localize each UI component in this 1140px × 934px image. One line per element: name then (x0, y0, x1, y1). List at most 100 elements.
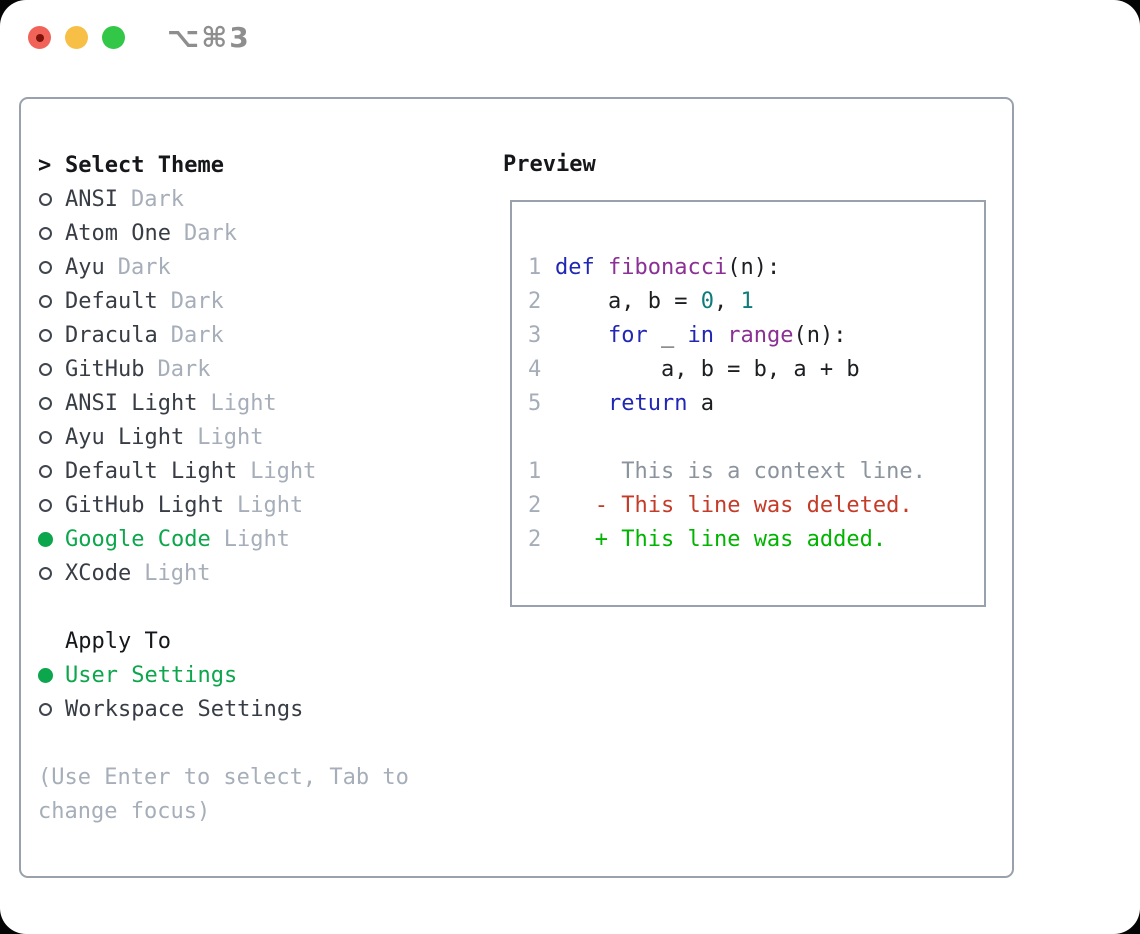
code-line: 1 def fibonacci(n): (528, 251, 984, 285)
line-number: 2 (528, 527, 542, 552)
code-token: (n): (727, 255, 781, 280)
selected-radio-icon (38, 531, 53, 547)
minimize-button[interactable] (65, 26, 88, 49)
option-suffix: Dark (117, 254, 171, 280)
option-label: Workspace Settings (65, 696, 304, 722)
option-suffix: Light (223, 526, 290, 552)
line-number: 1 (528, 255, 542, 280)
zoom-button[interactable] (102, 26, 125, 49)
theme-option-github[interactable]: GitHub Dark (38, 352, 478, 386)
spacer (38, 726, 478, 760)
option-label: Google Code (65, 526, 211, 552)
radio-icon (39, 362, 52, 376)
option-label: XCode (65, 560, 132, 586)
option-label: GitHub (65, 356, 145, 382)
line-number: 2 (528, 289, 542, 314)
close-dot-icon (35, 33, 44, 42)
code-token (555, 527, 595, 552)
option-suffix: Dark (157, 356, 211, 382)
code-token: , (713, 289, 741, 314)
code-line: 3 for _ in range(n): (528, 319, 984, 353)
theme-option-github-light[interactable]: GitHub Light Light (38, 488, 478, 522)
radio-icon (39, 430, 52, 444)
option-suffix: Light (236, 492, 304, 518)
theme-option-ansi[interactable]: ANSI Dark (38, 182, 478, 216)
option-label: Default (65, 288, 158, 314)
option-label: Ayu (65, 254, 105, 280)
option-suffix: Light (197, 424, 264, 450)
line-number: 4 (528, 357, 542, 382)
code-line: 2 - This line was deleted. (528, 489, 984, 523)
code-token: (n): (793, 323, 847, 348)
code-token (595, 255, 608, 280)
code-token: return (607, 391, 688, 416)
code-token: a, b = b, a + b (555, 357, 860, 382)
option-label: ANSI Light (65, 390, 198, 416)
code-token (555, 493, 595, 518)
code-token: _ (647, 323, 688, 348)
code-token: in (687, 323, 714, 348)
code-token: for (607, 323, 648, 348)
close-button[interactable] (28, 26, 51, 49)
option-label: Default Light (65, 458, 238, 484)
code-token: 1 (740, 289, 754, 314)
code-token: range (727, 323, 794, 348)
option-suffix: Dark (183, 220, 237, 246)
radio-icon (39, 192, 52, 206)
radio-icon (39, 498, 52, 512)
option-label: GitHub Light (65, 492, 224, 518)
code-token: fibonacci (608, 255, 728, 280)
code-token: def (555, 255, 595, 280)
option-suffix: Dark (130, 186, 184, 212)
selected-radio-icon (38, 667, 53, 683)
code-token: a (687, 391, 714, 416)
option-suffix: Dark (170, 288, 224, 314)
radio-icon (39, 328, 52, 342)
help-text-line-2: change focus) (38, 798, 211, 824)
spacer (38, 590, 478, 624)
radio-icon (39, 464, 52, 478)
code-line: 2 + This line was added. (528, 523, 984, 557)
radio-icon (39, 566, 52, 580)
theme-option-default[interactable]: Default Dark (38, 284, 478, 318)
code-token (555, 391, 608, 416)
option-suffix: Dark (170, 322, 224, 348)
apply-option-user-settings[interactable]: User Settings (38, 658, 478, 692)
code-token: 0 (700, 289, 714, 314)
apply-option-workspace-settings[interactable]: Workspace Settings (38, 692, 478, 726)
option-label: ANSI (65, 186, 118, 212)
code-line: 2 a, b = 0, 1 (528, 285, 984, 319)
line-number: 1 (528, 459, 542, 484)
option-label: Atom One (65, 220, 171, 246)
line-number: 5 (528, 391, 542, 416)
theme-option-ayu[interactable]: Ayu Dark (38, 250, 478, 284)
line-number: 3 (528, 323, 542, 348)
theme-option-google-code[interactable]: Google Code Light (38, 522, 478, 556)
code-token (714, 323, 727, 348)
radio-icon (39, 702, 52, 716)
code-token: - This line was deleted. (594, 493, 913, 518)
code-line (528, 421, 984, 455)
apply-to-title: Apply To (65, 628, 171, 654)
code-token: a, b = (555, 289, 701, 314)
code-token (555, 323, 608, 348)
code-line: 4 a, b = b, a + b (528, 353, 984, 387)
apply-to-header: Apply To (38, 624, 478, 658)
prompt-icon: > (38, 152, 52, 178)
preview-title: Preview (503, 152, 596, 177)
titlebar: ⌥⌘3 (0, 0, 1140, 74)
theme-option-atom-one[interactable]: Atom One Dark (38, 216, 478, 250)
help-text-line-1: (Use Enter to select, Tab to (38, 764, 409, 790)
code-token: This is a context line. (555, 459, 926, 484)
